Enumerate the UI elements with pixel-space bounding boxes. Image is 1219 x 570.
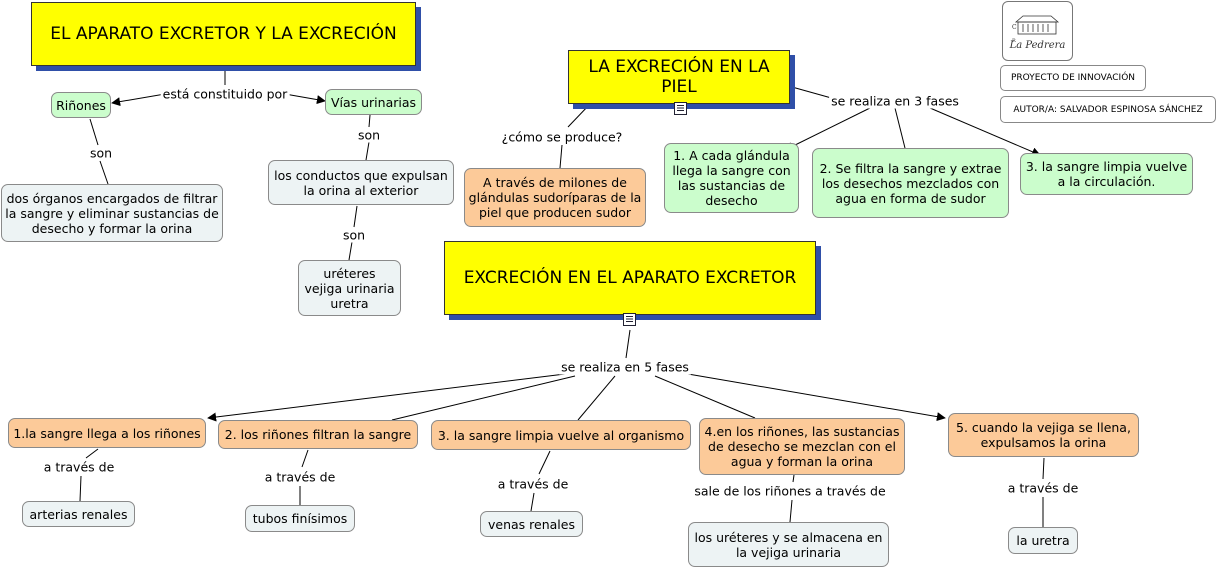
link-f1-atraves [85,448,99,459]
link-piel-fases [791,86,836,100]
link-conductos-son [353,205,358,228]
link-cinco-f1 [207,373,566,422]
link-cinco-f5 [687,373,946,422]
link-fases-f1 [784,107,871,151]
link-label-constituido: está constituido por [160,86,290,102]
link-label-a-traves: a través de [1005,480,1081,496]
node-piel-fase-3[interactable]: 3. la sangre limpia vuelve a la circulac… [1020,153,1193,195]
link-vias-son [368,114,371,128]
link-label-son: son [355,127,383,143]
svg-text:R: R [1012,38,1016,44]
link-label-cinco-fases: se realiza en 5 fases [559,359,691,375]
link-son-def [99,160,109,185]
link-son-conductos [365,141,370,161]
node-fase-2[interactable]: 2. los riñones filtran la sangre [218,420,418,449]
node-glandulas[interactable]: A través de milones de glándulas sudoríp… [464,168,646,227]
link-label-como: ¿cómo se produce? [499,129,625,145]
link-cinco-f2 [391,375,576,421]
link-cinco-f4 [654,375,756,419]
link-f5-atraves [1042,457,1045,480]
node-uretra[interactable]: la uretra [1008,527,1078,554]
title-excrecion-piel[interactable]: LA EXCRECIÓN EN LA PIEL [568,50,790,104]
school-logo: C R La Pedrera [1002,1,1073,61]
link-atraves-arterias [79,475,82,502]
node-rinones[interactable]: Riñones [51,92,111,118]
link-fases-f2 [894,107,906,149]
node-venas-renales[interactable]: venas renales [480,511,583,537]
node-arterias-renales[interactable]: arterias renales [22,501,135,527]
link-rinones-son [89,118,99,146]
document-icon[interactable] [674,102,687,115]
node-tubos-finisimos[interactable]: tubos finísimos [245,505,355,532]
link-f2-atraves [301,449,309,468]
link-to-rinones [111,93,166,107]
link-label-son: son [87,145,115,161]
svg-text:C: C [1012,24,1017,31]
node-fase-1[interactable]: 1.la sangre llega a los riñones [8,418,206,448]
link-label-a-traves: a través de [495,476,571,492]
link-title3-label [625,329,631,359]
node-conductos[interactable]: los conductos que expulsan la orina al e… [268,160,454,205]
node-piel-fase-2[interactable]: 2. Se filtra la sangre y extrae los dese… [812,148,1009,218]
node-fase-4[interactable]: 4.en los riñones, las sustancias de dese… [699,418,905,475]
node-vias-urinarias[interactable]: Vías urinarias [325,89,422,115]
link-f4-sale [792,474,795,483]
link-fases-f3 [929,107,1041,156]
node-fase-5[interactable]: 5. cuando la vejiga se llena, expulsamos… [948,413,1139,457]
link-son-ureteres [348,241,353,261]
node-piel-fase-1[interactable]: 1. A cada glándula llega la sangre con l… [664,143,799,213]
link-f3-atraves [538,450,551,475]
link-atraves-venas [530,492,535,512]
link-sale-ureteres [789,499,793,523]
link-label-a-traves: a través de [41,459,117,475]
node-ureteres-vejiga[interactable]: los uréteres y se almacena en la vejiga … [688,522,889,567]
building-icon: C R [1012,15,1060,44]
node-rinones-definicion[interactable]: dos órganos encargados de filtrar la san… [1,184,223,242]
link-to-vias [284,93,326,105]
link-label-son: son [340,227,368,243]
link-como-glandulas [559,144,563,169]
link-cinco-f3 [577,375,616,421]
author-label: AUTOR/A: SALVADOR ESPINOSA SÁNCHEZ [1000,96,1216,123]
node-fase-3[interactable]: 3. la sangre limpia vuelve al organismo [431,420,691,450]
link-label-a-traves: a través de [262,469,338,485]
link-label-tres-fases: se realiza en 3 fases [829,93,961,109]
logo-text: La Pedrera [1009,40,1066,51]
link-label-sale: sale de los riñones a través de [692,483,888,499]
link-piel-como [567,103,591,128]
document-icon[interactable] [623,313,636,326]
title-excrecion-aparato[interactable]: EXCRECIÓN EN EL APARATO EXCRETOR [444,241,816,315]
title-aparato-excretor[interactable]: EL APARATO EXCRETOR Y LA EXCRECIÓN [31,2,416,66]
project-label: PROYECTO DE INNOVACIÓN [1000,65,1146,91]
node-ureteres-lista[interactable]: uréteres vejiga urinaria uretra [298,260,401,316]
